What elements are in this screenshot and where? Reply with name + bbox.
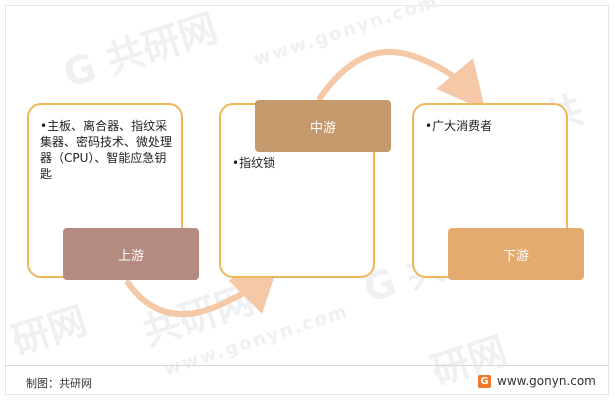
midstream-label: 中游	[255, 100, 391, 152]
upstream-label: 上游	[63, 228, 199, 280]
footer-divider	[5, 365, 609, 366]
downstream-text: •广大消费者	[425, 119, 493, 133]
downstream-label: 下游	[448, 228, 584, 280]
upstream-text: •主板、离合器、指纹采集器、密码技术、微处理器（CPU）、智能应急钥匙	[40, 119, 173, 181]
upstream-to-midstream-arrow	[125, 263, 279, 318]
midstream-text: •指纹锁	[232, 156, 276, 170]
brand-url: www.gonyn.com	[497, 374, 596, 388]
diagram-frame	[5, 5, 609, 395]
gonyn-logo-icon: G	[478, 374, 491, 388]
source-caption: 制图：共研网	[26, 377, 92, 390]
brand-credit: G www.gonyn.com	[478, 374, 596, 388]
midstream-to-downstream-arrow	[317, 48, 486, 111]
